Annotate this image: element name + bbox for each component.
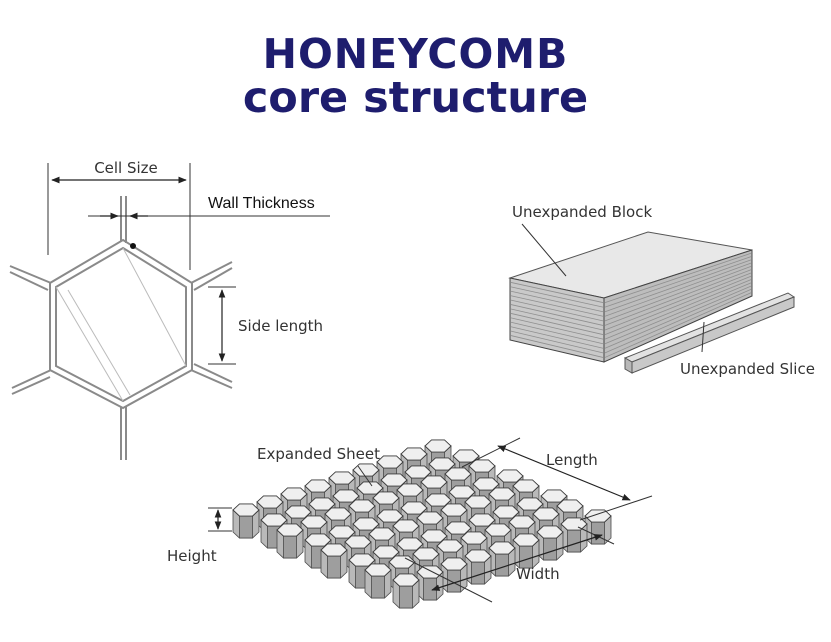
cell-size-label: Cell Size <box>94 159 158 177</box>
unexpanded-slice-label: Unexpanded Slice <box>680 360 815 378</box>
block-layer-line <box>604 252 752 303</box>
block-layer-line <box>510 299 604 322</box>
block-layer-line <box>604 272 752 331</box>
honeycomb-cell <box>488 541 516 577</box>
length-label: Length <box>546 451 598 469</box>
block-layer-line <box>510 330 604 354</box>
block-layer-line <box>604 285 752 349</box>
honeycomb-cell <box>320 543 348 579</box>
length-arrow <box>497 445 631 501</box>
expanded-sheet-label: Expanded Sheet <box>257 445 380 463</box>
block-layer-line <box>604 259 752 313</box>
width-arrow <box>431 534 603 591</box>
hexagon-cell <box>49 238 193 410</box>
block-layer-line <box>510 304 604 326</box>
wall-point <box>130 243 136 249</box>
block-layers <box>510 252 752 358</box>
wall-thickness-label: Wall Thickness <box>208 195 315 212</box>
honeycomb-cell <box>232 503 260 539</box>
block-layer-line <box>510 326 604 349</box>
block-layer-line <box>510 335 604 358</box>
block-layer-line <box>604 289 752 354</box>
block-layer-line <box>604 269 752 326</box>
length-ext-bottom <box>579 495 653 521</box>
block-layer-line <box>510 282 604 303</box>
adjacent-walls <box>9 196 233 460</box>
unexpanded-slice: Unexpanded Slice <box>623 292 815 378</box>
single-cell-diagram: Cell Size Wall Thickness Side length <box>9 159 330 460</box>
block-layer-line <box>510 295 604 317</box>
honeycomb-cell <box>392 573 420 609</box>
slice-leader <box>701 321 705 353</box>
unexpanded-block: Unexpanded Block <box>508 203 753 363</box>
block-layer-line <box>510 308 604 331</box>
side-length-label: Side length <box>238 317 323 335</box>
unexpanded-block-label: Unexpanded Block <box>512 203 652 221</box>
expanded-sheet: Expanded Sheet Length Width Height <box>167 437 653 609</box>
block-layer-line <box>604 256 752 308</box>
block-leader <box>521 223 567 277</box>
block-layer-line <box>510 290 604 313</box>
height-label: Height <box>167 547 217 565</box>
honeycomb-cell <box>464 549 492 585</box>
block-layer-line <box>510 317 604 340</box>
block-layer-line <box>604 292 752 358</box>
title-line-1: HONEYCOMB <box>262 30 569 78</box>
block-layer-line <box>604 262 752 317</box>
width-label: Width <box>516 565 560 583</box>
honeycomb-cell <box>364 563 392 599</box>
sheet-leader <box>357 465 373 487</box>
block-layer-line <box>604 275 752 335</box>
block-layer-line <box>510 286 604 308</box>
block-layer-line <box>510 321 604 345</box>
honeycomb-cell <box>276 523 304 559</box>
length-ext-top <box>461 437 521 468</box>
block-layer-line <box>604 282 752 345</box>
block-layer-line <box>510 313 604 335</box>
block-layer-line <box>604 266 752 322</box>
block-layer-line <box>604 279 752 340</box>
title-line-2: core structure <box>242 73 589 123</box>
